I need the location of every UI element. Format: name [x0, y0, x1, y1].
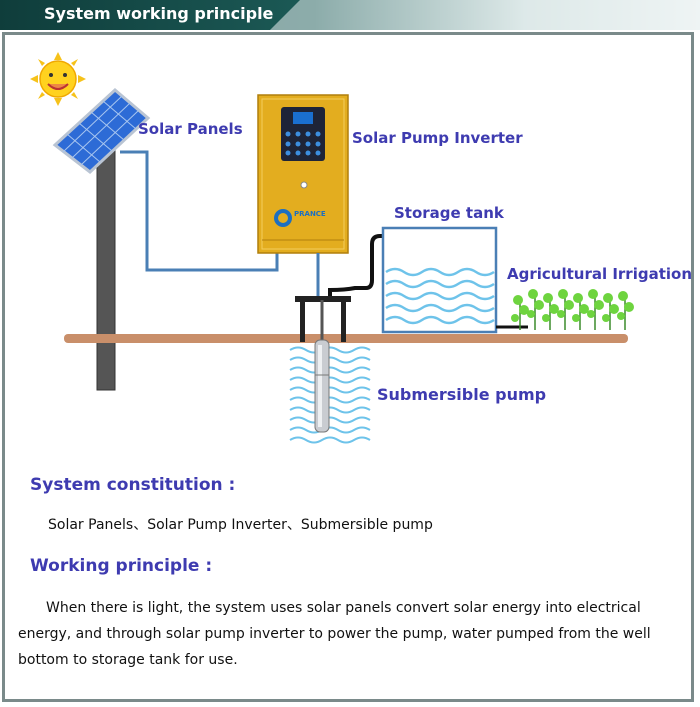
submersible-pump-icon [314, 300, 330, 433]
label-submersible-pump: Submersible pump [377, 385, 547, 404]
system-diagram: PRANCE [30, 52, 634, 444]
content-frame [2, 32, 694, 702]
header-title: System working principle [44, 4, 274, 23]
solar-panel-icon [52, 88, 151, 174]
well-water [289, 346, 371, 444]
inverter-brand: PRANCE [294, 210, 326, 218]
constitution-heading: System constitution : [30, 475, 236, 495]
constitution-text: Solar Panels、Solar Pump Inverter、Submers… [48, 517, 433, 533]
wire-panel-inverter [120, 150, 279, 272]
header-bar [0, 0, 700, 30]
label-solar-panels: Solar Panels [138, 120, 243, 138]
storage-tank-icon [381, 226, 498, 334]
principle-text: When there is light, the system uses sol… [18, 600, 651, 668]
panel-pole [96, 144, 116, 391]
water-pipe [328, 234, 400, 296]
label-irrigation: Agricultural Irrigation [507, 265, 693, 283]
inverter-icon [257, 94, 349, 254]
sun-icon [30, 52, 86, 106]
principle-heading: Working principle : [30, 556, 213, 576]
label-inverter: Solar Pump Inverter [352, 129, 523, 147]
crops-icon [511, 289, 634, 330]
label-storage-tank: Storage tank [394, 204, 504, 222]
